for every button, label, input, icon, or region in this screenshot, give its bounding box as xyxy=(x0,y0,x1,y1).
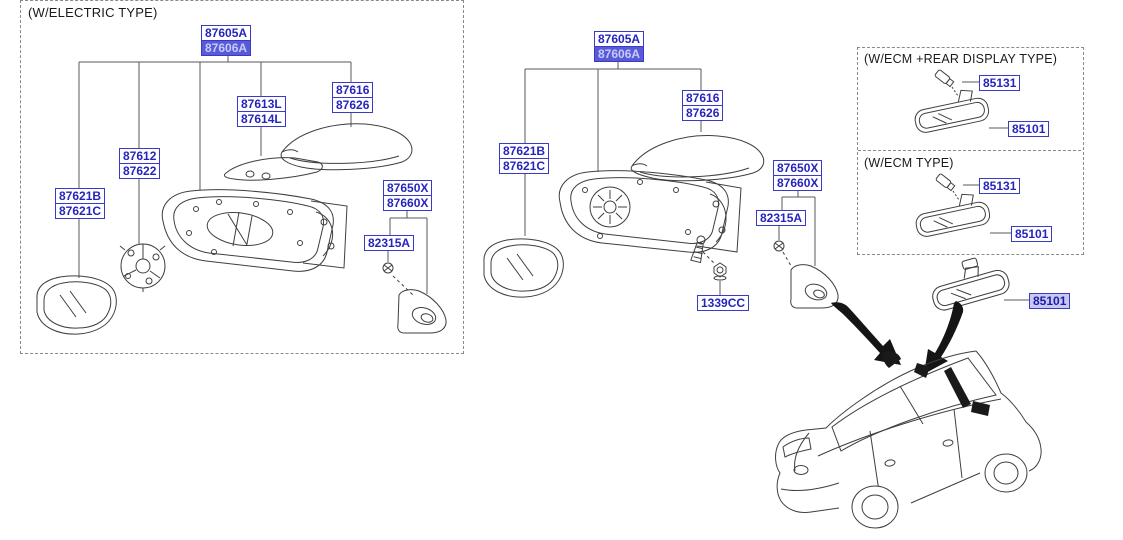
part-code-87605A[interactable]: 87605A xyxy=(594,31,645,47)
part-code-87650X[interactable]: 87650X xyxy=(773,160,823,176)
electric-tree-lines xyxy=(78,53,428,294)
part-code-87612[interactable]: 87612 xyxy=(119,148,161,164)
electric-housing-art xyxy=(161,189,348,272)
label-group-glass-electric: 87621B 87621C xyxy=(55,188,106,219)
ecm-type-title: (W/ECM TYPE) xyxy=(864,156,954,170)
arrow-to-windshield-right xyxy=(924,301,964,374)
part-code-82315A[interactable]: 82315A xyxy=(756,210,807,226)
standard-corner-cover-art xyxy=(773,240,839,309)
part-code-1339CC[interactable]: 1339CC xyxy=(697,295,750,311)
part-code-87614L[interactable]: 87614L xyxy=(237,111,286,127)
label-group-corner-cover-electric: 87650X 87660X xyxy=(383,180,433,211)
ecm-rear-display-title: (W/ECM +REAR DISPLAY TYPE) xyxy=(864,52,1058,66)
label-group-mirror-assembly-electric: 87605A 87606A xyxy=(201,25,252,56)
part-code-87660X[interactable]: 87660X xyxy=(773,175,823,191)
car-illustration xyxy=(775,350,1042,529)
label-group-ecm1-mirror: 85101 xyxy=(1008,121,1050,137)
label-group-corner-cover-standard: 87650X 87660X xyxy=(773,160,823,191)
part-code-85131[interactable]: 85131 xyxy=(979,75,1021,91)
part-code-85101[interactable]: 85101 xyxy=(1011,226,1053,242)
label-group-nut-standard: 1339CC xyxy=(697,295,750,311)
label-group-ecm2-mirror: 85101 xyxy=(1011,226,1053,242)
label-group-cover-electric: 87616 87626 xyxy=(332,82,374,113)
electric-actuator-art xyxy=(119,243,166,292)
part-code-87616[interactable]: 87616 xyxy=(682,90,724,106)
standard-housing-art xyxy=(558,170,742,264)
electric-type-group-box xyxy=(20,0,464,354)
part-code-87626[interactable]: 87626 xyxy=(682,105,724,121)
electric-corner-cover-art xyxy=(382,262,447,334)
arrow-to-windshield-left xyxy=(831,302,901,365)
label-group-screw-standard: 82315A xyxy=(756,210,807,226)
part-code-87616[interactable]: 87616 xyxy=(332,82,374,98)
part-code-87605A[interactable]: 87605A xyxy=(201,25,252,41)
ecm-rear-display-mirror-art xyxy=(914,69,1008,133)
part-code-87622[interactable]: 87622 xyxy=(119,163,161,179)
ecm-group-box xyxy=(857,47,1084,255)
label-group-inside-mirror: 85101 xyxy=(1029,293,1071,309)
label-group-screw-electric: 82315A xyxy=(364,235,415,251)
ecm-mirror-art xyxy=(915,173,1011,237)
part-code-87621C[interactable]: 87621C xyxy=(55,203,106,219)
ecm-group-divider xyxy=(858,150,1081,151)
part-code-87626[interactable]: 87626 xyxy=(332,97,374,113)
part-code-85131[interactable]: 85131 xyxy=(979,178,1021,194)
label-group-garnish-electric: 87613L 87614L xyxy=(237,96,286,127)
standard-cover-cap-art xyxy=(630,135,765,182)
electric-type-title: (W/ELECTRIC TYPE) xyxy=(28,5,158,20)
label-group-mirror-assembly-standard: 87605A 87606A xyxy=(594,31,645,62)
standard-nut-art xyxy=(702,251,727,281)
part-code-87606A[interactable]: 87606A xyxy=(201,40,252,56)
electric-cover-cap-art xyxy=(280,123,413,171)
part-code-87621B[interactable]: 87621B xyxy=(499,143,550,159)
electric-mirror-glass-art xyxy=(36,275,117,335)
label-group-ecm2-sensor: 85131 xyxy=(979,178,1021,194)
part-code-87621C[interactable]: 87621C xyxy=(499,158,550,174)
part-code-87613L[interactable]: 87613L xyxy=(237,96,286,112)
inside-mirror-art xyxy=(932,257,1029,311)
label-group-ecm1-sensor: 85131 xyxy=(979,75,1021,91)
part-code-87621B[interactable]: 87621B xyxy=(55,188,106,204)
part-code-87650X[interactable]: 87650X xyxy=(383,180,433,196)
label-group-cover-standard: 87616 87626 xyxy=(682,90,724,121)
label-group-glass-standard: 87621B 87621C xyxy=(499,143,550,174)
label-group-actuator-electric: 87612 87622 xyxy=(119,148,161,179)
part-code-87660X[interactable]: 87660X xyxy=(383,195,433,211)
part-code-87606A[interactable]: 87606A xyxy=(594,46,645,62)
part-code-85101[interactable]: 85101 xyxy=(1008,121,1050,137)
electric-garnish-art xyxy=(223,157,323,181)
standard-mirror-glass-art xyxy=(483,238,564,298)
part-code-82315A[interactable]: 82315A xyxy=(364,235,415,251)
part-code-85101[interactable]: 85101 xyxy=(1029,293,1071,309)
